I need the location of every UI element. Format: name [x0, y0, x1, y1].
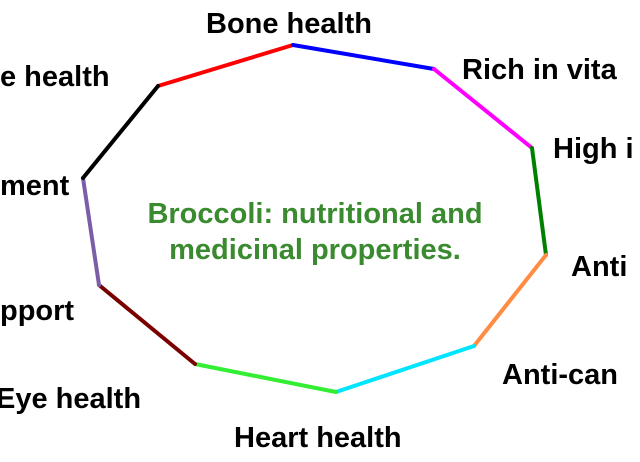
segment-right-upper — [530, 146, 548, 257]
label-bone-health: Bone health — [206, 8, 372, 40]
segment-left-upper — [81, 84, 160, 180]
center-title-line-2: medicinal properties. — [169, 234, 461, 266]
label-anti-can: Anti-can — [502, 359, 618, 391]
center-title: Broccoli: nutritional and medicinal prop… — [90, 196, 540, 268]
center-title-line-1: Broccoli: nutritional and — [147, 198, 483, 230]
label-eye-health: Eye health — [0, 383, 142, 415]
label-pport: pport — [0, 295, 75, 327]
label-high-i: High i — [553, 133, 634, 165]
segment-bottom-right — [334, 344, 476, 394]
label-anti: Anti — [571, 251, 628, 283]
segment-bottom-left — [97, 283, 197, 366]
segment-top-left — [156, 43, 295, 88]
segment-top — [291, 43, 436, 71]
segment-right-lower — [472, 253, 548, 348]
label-rich-in-vita: Rich in vita — [462, 54, 617, 86]
label-heart-health: Heart health — [234, 422, 402, 454]
label-ment: ment — [0, 170, 70, 202]
label-e-health: e health — [0, 61, 110, 93]
segment-top-right — [432, 67, 534, 150]
segment-bottom — [193, 362, 338, 394]
segment-left-lower — [81, 176, 101, 287]
